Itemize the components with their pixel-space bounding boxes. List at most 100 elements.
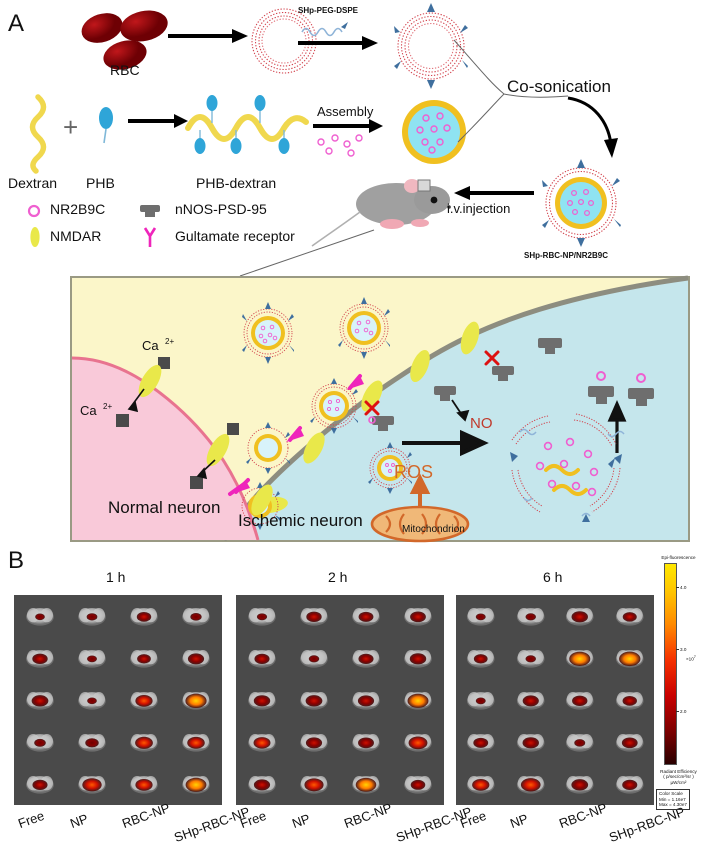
rbc-cells-icon xyxy=(81,10,168,70)
nnos-psd95-icon xyxy=(140,205,160,217)
brain-slice xyxy=(78,608,106,626)
brain-slice xyxy=(516,692,545,710)
colorbar-tick-label: 3.0 xyxy=(680,646,687,652)
svg-text:Ca: Ca xyxy=(80,403,97,418)
arrow-conjugation-icon xyxy=(128,114,188,128)
brain-slice xyxy=(466,776,495,794)
colorbar-tick: 4.0 xyxy=(676,585,686,591)
arrow-cosonication-icon xyxy=(567,96,618,158)
brain-slice xyxy=(565,734,594,752)
colorbar-tick: 3.0 xyxy=(676,647,686,653)
pegylated-rbc-vesicle-icon xyxy=(394,3,468,89)
brain-slice xyxy=(182,650,210,668)
brain-slice xyxy=(404,608,432,626)
brain-slice xyxy=(516,734,545,752)
svg-text:Mitochondrion: Mitochondrion xyxy=(402,524,465,535)
colorbar-tick: 2.0 xyxy=(676,709,686,715)
phb-molecule-icon xyxy=(99,107,113,144)
colorbar-unit-line2: ( p/sec/cm²/sr ) xyxy=(663,774,694,780)
brain-slice xyxy=(26,608,54,626)
legend-label-nmdar: NMDAR xyxy=(50,228,102,244)
brain-slice xyxy=(248,650,276,668)
svg-text:NO: NO xyxy=(470,415,493,432)
brain-slice xyxy=(615,608,644,626)
brain-slice xyxy=(300,692,328,710)
brain-slice xyxy=(565,776,594,794)
brain-slice xyxy=(26,734,54,752)
brain-slice xyxy=(182,734,210,752)
brain-slice xyxy=(352,608,380,626)
injection-label: i.v.injection xyxy=(447,201,511,216)
brain-slice xyxy=(182,692,210,710)
plus-sign: + xyxy=(63,112,79,142)
rbc-label: RBC xyxy=(110,62,140,78)
colorbar-multiplier-exp: 7 xyxy=(693,654,696,659)
assembly-label: Assembly xyxy=(317,104,374,119)
group-label: Free xyxy=(16,807,47,832)
brain-slice xyxy=(300,776,328,794)
brain-slice xyxy=(516,650,545,668)
brain-slice xyxy=(130,692,158,710)
colorbar-gradient xyxy=(664,562,677,765)
colorbar-tick-label: 4.0 xyxy=(680,584,687,590)
brain-slice xyxy=(352,776,380,794)
group-label: NP xyxy=(290,810,313,832)
panel-a: A RBC SHp-PEG-DSPE xyxy=(8,3,690,543)
colorbar-unit-line1: Radiant Efficiency xyxy=(660,768,697,774)
brain-slice xyxy=(466,734,495,752)
phb-dextran-polymer-icon xyxy=(185,95,309,154)
colorbar-scale-line3: Max = 4.30e7 xyxy=(659,802,687,808)
brain-image-grid xyxy=(14,595,222,805)
brain-slice xyxy=(516,608,545,626)
arrow-rbc-to-ghost-icon xyxy=(168,29,248,43)
brain-slice xyxy=(404,650,432,668)
brain-image-grid xyxy=(236,595,444,805)
brain-slice xyxy=(404,734,432,752)
peg-chain-icon xyxy=(301,22,348,37)
svg-text:2+: 2+ xyxy=(103,402,112,411)
brain-slice xyxy=(248,776,276,794)
brain-slice xyxy=(565,650,594,668)
svg-text:2+: 2+ xyxy=(165,337,174,346)
brain-slice xyxy=(352,650,380,668)
brain-slice xyxy=(352,692,380,710)
brain-slice xyxy=(130,650,158,668)
brain-slice xyxy=(466,608,495,626)
brain-slice xyxy=(248,692,276,710)
brain-slice xyxy=(26,692,54,710)
time-label: 1 h xyxy=(106,569,126,585)
dextran-chain-icon xyxy=(29,94,47,174)
polymer-nanoparticle-icon xyxy=(402,100,466,164)
merge-connector xyxy=(453,39,569,143)
brain-slice xyxy=(300,608,328,626)
arrow-pegylation-icon xyxy=(298,36,378,50)
legend-label-nnos: nNOS-PSD-95 xyxy=(175,201,267,217)
brain-slice xyxy=(404,776,432,794)
final-particle-label: SHp-RBC-NP/NR2B9C xyxy=(524,251,609,260)
group-label: NP xyxy=(68,810,91,832)
svg-text:ROS: ROS xyxy=(394,462,433,482)
colorbar-scale-line1: Color Scale xyxy=(659,790,683,796)
brain-slice xyxy=(130,608,158,626)
brain-slice xyxy=(78,776,106,794)
brain-slice xyxy=(615,650,644,668)
nr2b9c-dot-icon xyxy=(27,204,41,218)
svg-text:Normal neuron: Normal neuron xyxy=(108,498,220,517)
arrow-injection-icon xyxy=(454,186,534,200)
zoom-leader-line xyxy=(239,229,375,277)
phb-label: PHB xyxy=(86,175,115,191)
mouse-icon xyxy=(311,179,451,247)
brain-slice xyxy=(26,650,54,668)
brain-slice xyxy=(466,692,495,710)
panel-b: B 1 h xyxy=(0,545,701,850)
brain-slice xyxy=(248,734,276,752)
brain-slice xyxy=(352,734,380,752)
legend-label-nr2b9c: NR2B9C xyxy=(50,201,106,217)
brain-slice xyxy=(130,734,158,752)
colorbar-ticks: 4.0 3.0 2.0 xyxy=(676,563,700,763)
svg-text:Ca: Ca xyxy=(142,338,159,353)
time-label: 6 h xyxy=(543,569,563,585)
brain-slice xyxy=(516,776,545,794)
colorbar-tick-label: 2.0 xyxy=(680,708,687,714)
